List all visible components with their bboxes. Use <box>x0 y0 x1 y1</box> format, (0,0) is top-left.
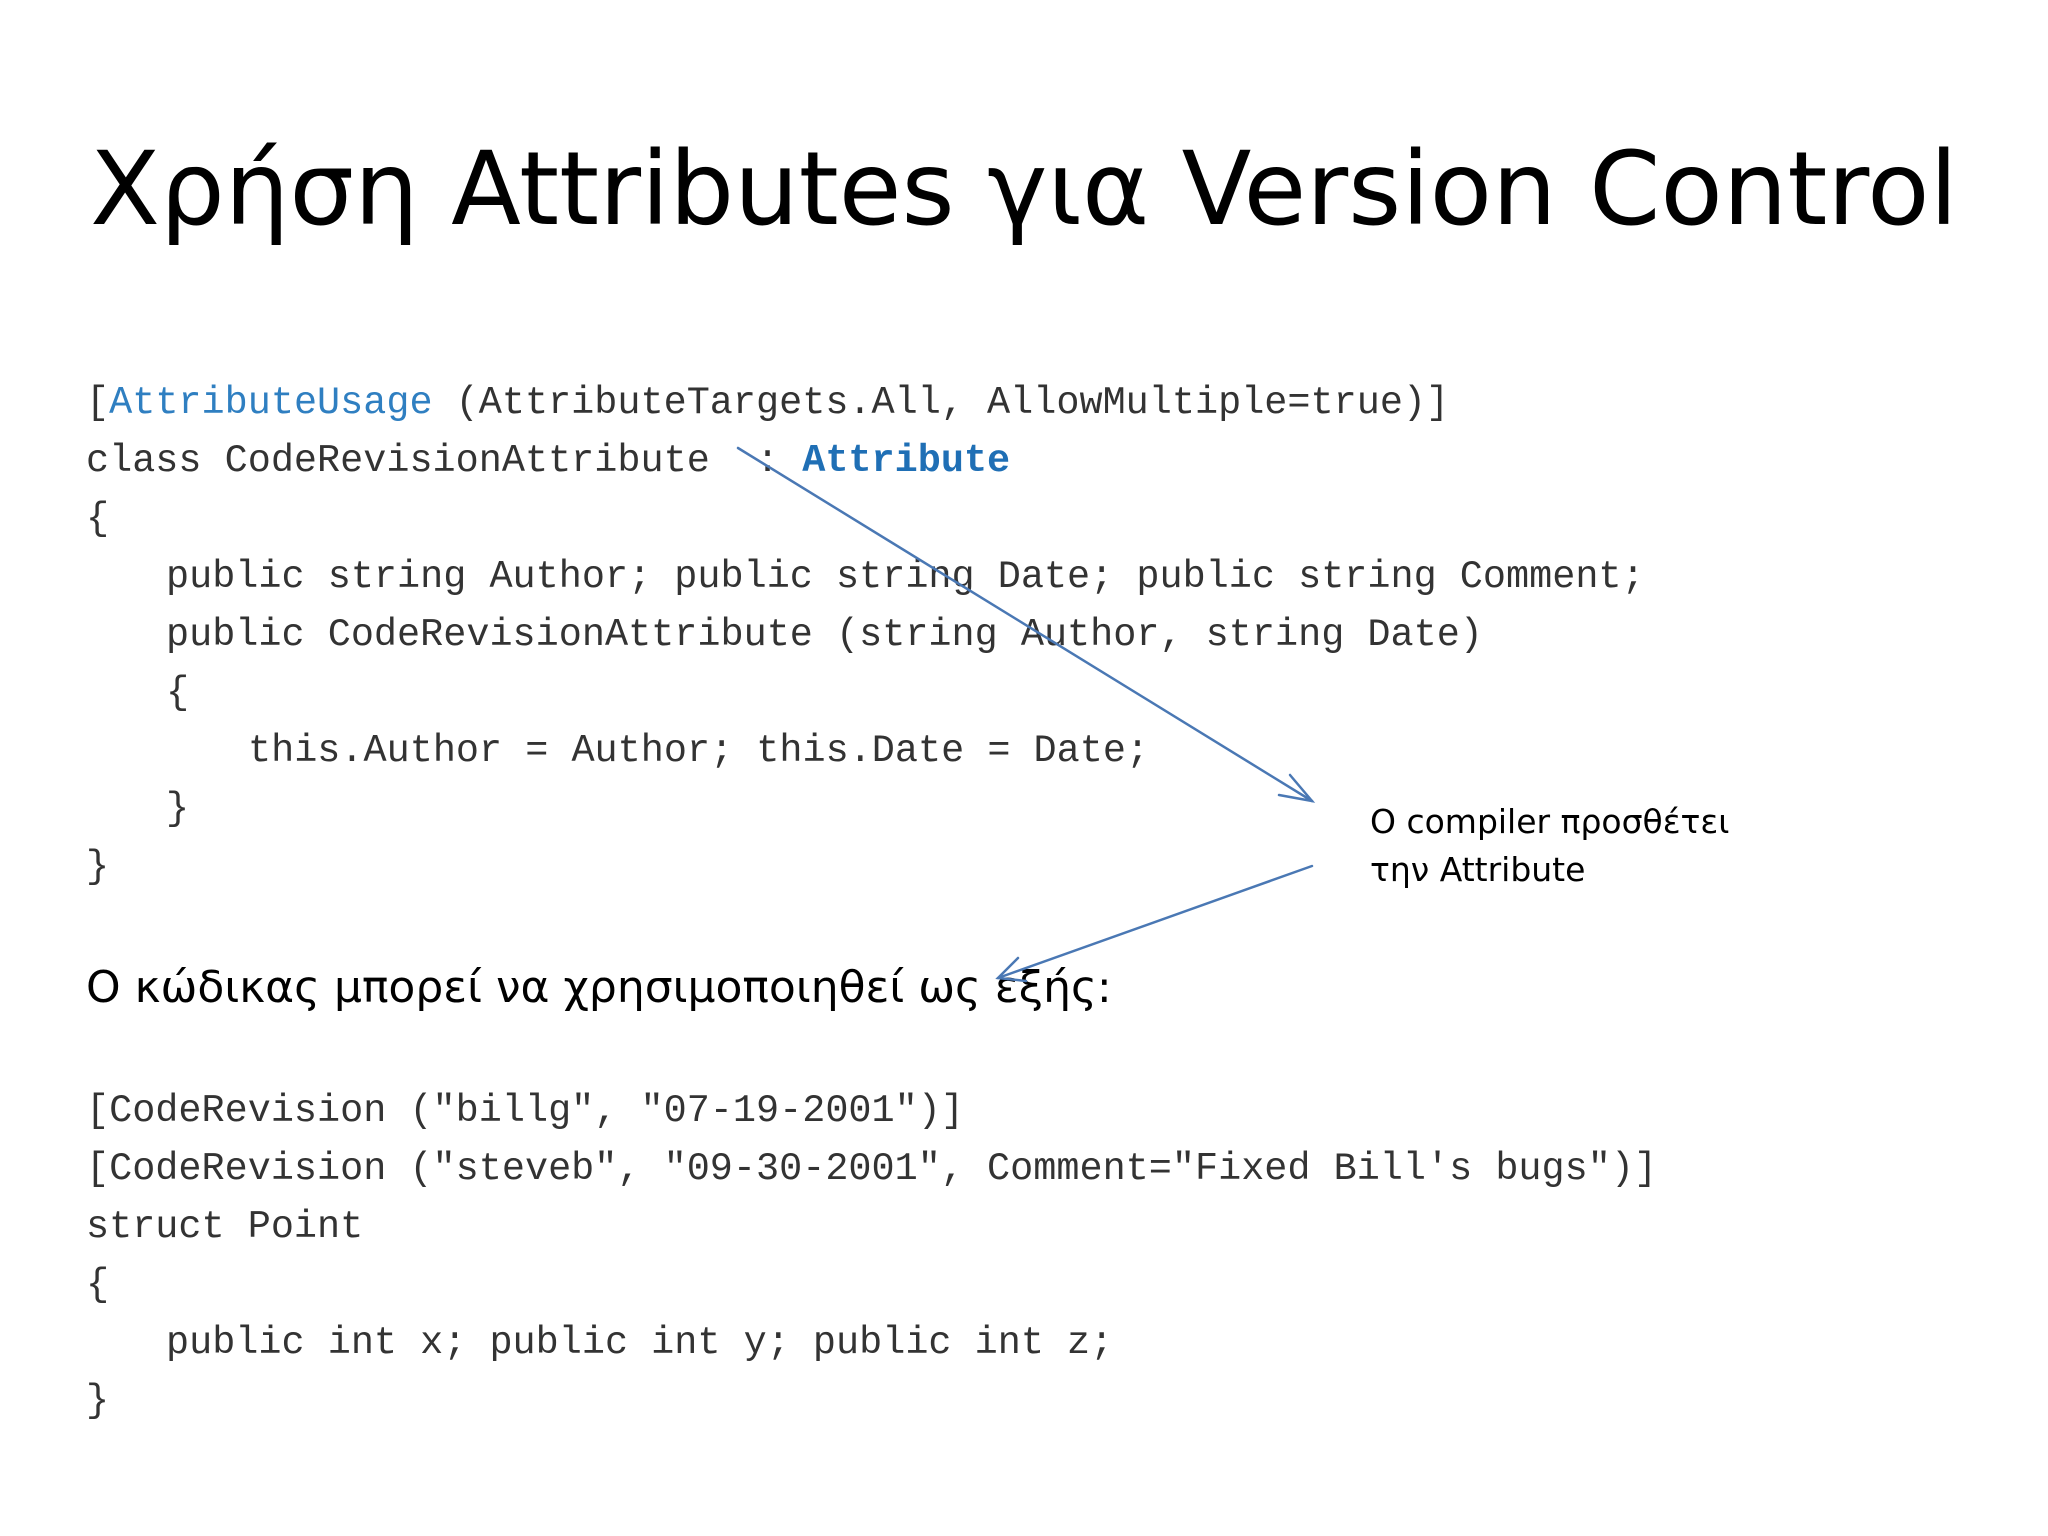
callout-line-1: O compiler προσθέτει <box>1370 802 1730 841</box>
code-line-struct-open-brace: { <box>86 1263 110 1307</box>
attribute-usage-args: (AttributeTargets.All, AllowMultiple=tru… <box>432 381 1450 425</box>
attribute-definition-code: [AttributeUsage (AttributeTargets.All, A… <box>86 374 1645 889</box>
code-line-ctor-open-brace: { <box>166 671 190 715</box>
code-line-close-brace: } <box>86 845 110 889</box>
callout-line-2: την Attribute <box>1370 850 1586 889</box>
code-line-open-brace: { <box>86 497 110 541</box>
base-class-attribute: Attribute <box>802 439 1011 483</box>
code-line-revision-steveb: [CodeRevision ("steveb", "09-30-2001", C… <box>86 1147 1658 1191</box>
code-line-class-declaration: class CodeRevisionAttribute : Attribute <box>86 432 1010 490</box>
code-line-revision-billg: [CodeRevision ("billg", "07-19-2001")] <box>86 1089 964 1133</box>
code-line-struct-declaration: struct Point <box>86 1205 364 1249</box>
code-line-struct-fields: public int x; public int y; public int z… <box>166 1321 1114 1365</box>
code-line-fields: public string Author; public string Date… <box>166 555 1645 599</box>
bracket-open: [ <box>86 381 110 425</box>
arrow-to-callout-head <box>1277 773 1316 803</box>
code-line-assignments: this.Author = Author; this.Date = Date; <box>248 729 1150 773</box>
code-line-constructor: public CodeRevisionAttribute (string Aut… <box>166 613 1483 657</box>
usage-intro-text: Ο κώδικας μπορεί να χρησιμοποιηθεί ως εξ… <box>86 962 1112 1013</box>
usage-example-code: [CodeRevision ("billg", "07-19-2001")] [… <box>86 1082 1657 1434</box>
compiler-callout: O compiler προσθέτει την Attribute <box>1370 798 1730 894</box>
code-line-struct-close-brace: } <box>86 1379 110 1423</box>
code-line-ctor-close-brace: } <box>166 787 190 831</box>
slide-title: Χρήση Attributes για Version Control <box>90 130 1958 249</box>
class-declaration: class CodeRevisionAttribute : <box>86 439 803 483</box>
attribute-usage-keyword: AttributeUsage <box>109 381 433 425</box>
code-line-attribute-usage: [AttributeUsage (AttributeTargets.All, A… <box>86 374 1449 432</box>
